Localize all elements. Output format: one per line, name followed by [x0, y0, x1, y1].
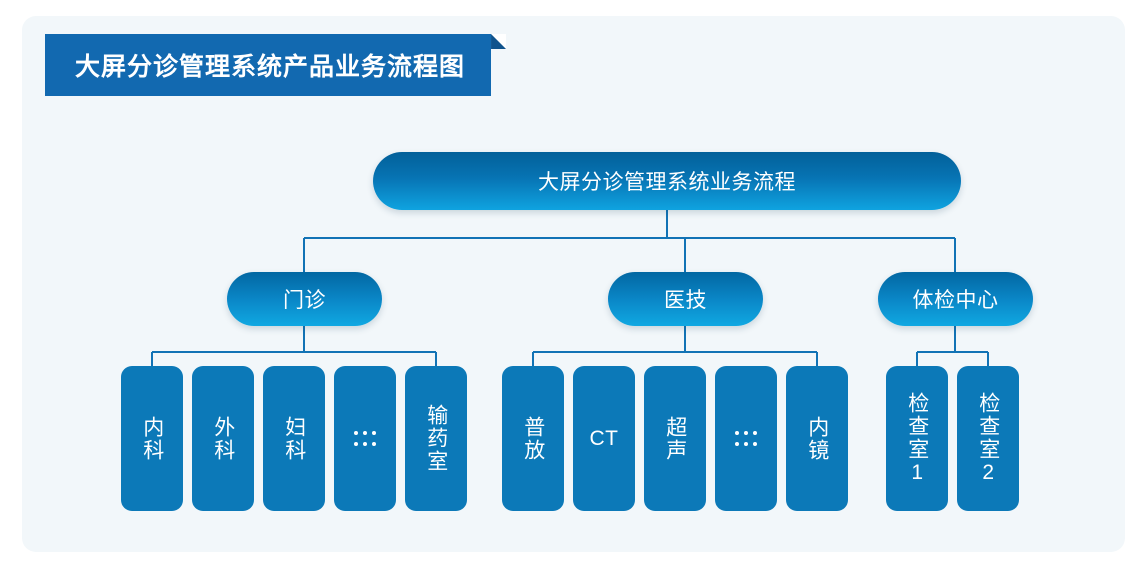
leaf-node-2-3[interactable]: 超声 — [644, 366, 706, 511]
leaf-node-1-1[interactable]: 内科 — [121, 366, 183, 511]
root-node-label: 大屏分诊管理系统业务流程 — [538, 171, 796, 194]
leaf-node-2-1[interactable]: 普放 — [502, 366, 564, 511]
branch-node-label: 医技 — [664, 289, 707, 312]
ellipsis-dot — [744, 431, 748, 435]
ellipsis-dot-row — [735, 442, 757, 446]
ellipsis-dot-row — [354, 431, 376, 435]
leaf-node-1-5[interactable]: 输药室 — [405, 366, 467, 511]
branch-node-label: 体检中心 — [912, 289, 999, 312]
branch-node-label: 门诊 — [283, 289, 326, 312]
leaf-node-1-2[interactable]: 外科 — [192, 366, 254, 511]
ellipsis-dot — [363, 431, 367, 435]
leaf-node-label: 外科 — [211, 415, 235, 462]
leaf-node-label: 检查室1 — [905, 391, 929, 486]
leaf-node-2-4[interactable] — [715, 366, 777, 511]
leaf-node-1-4[interactable] — [334, 366, 396, 511]
ellipsis-dot — [354, 431, 358, 435]
branch-node-1[interactable]: 门诊 — [227, 272, 382, 326]
leaf-node-1-3[interactable]: 妇科 — [263, 366, 325, 511]
leaf-node-label: CT — [589, 426, 619, 450]
leaf-node-label: 输药室 — [424, 404, 448, 473]
leaf-node-2-2[interactable]: CT — [573, 366, 635, 511]
leaf-node-3-2[interactable]: 检查室2 — [957, 366, 1019, 511]
leaf-node-label: 普放 — [521, 415, 545, 462]
ellipsis-dot — [753, 431, 757, 435]
ellipsis-dot — [372, 442, 376, 446]
ellipsis-dot — [753, 442, 757, 446]
leaf-node-2-5[interactable]: 内镜 — [786, 366, 848, 511]
leaf-node-label: 检查室2 — [976, 391, 1000, 486]
leaf-node-label: 内镜 — [805, 415, 829, 462]
ellipsis-dot — [354, 442, 358, 446]
ellipsis-dot — [735, 442, 739, 446]
branch-node-3[interactable]: 体检中心 — [878, 272, 1033, 326]
root-node[interactable]: 大屏分诊管理系统业务流程 — [373, 152, 961, 210]
ellipsis-dot — [744, 442, 748, 446]
ellipsis-dot-row — [354, 442, 376, 446]
leaf-node-label: 妇科 — [282, 415, 306, 462]
ellipsis-dot — [372, 431, 376, 435]
leaf-node-label: 内科 — [140, 415, 164, 462]
ellipsis-icon — [735, 431, 757, 446]
ellipsis-dot — [735, 431, 739, 435]
title-banner: 大屏分诊管理系统产品业务流程图 — [45, 34, 507, 96]
ellipsis-icon — [354, 431, 376, 446]
leaf-node-3-1[interactable]: 检查室1 — [886, 366, 948, 511]
page-title: 大屏分诊管理系统产品业务流程图 — [75, 53, 466, 81]
leaf-node-label: 超声 — [663, 415, 687, 462]
ellipsis-dot — [363, 442, 367, 446]
ellipsis-dot-row — [735, 431, 757, 435]
branch-node-2[interactable]: 医技 — [608, 272, 763, 326]
